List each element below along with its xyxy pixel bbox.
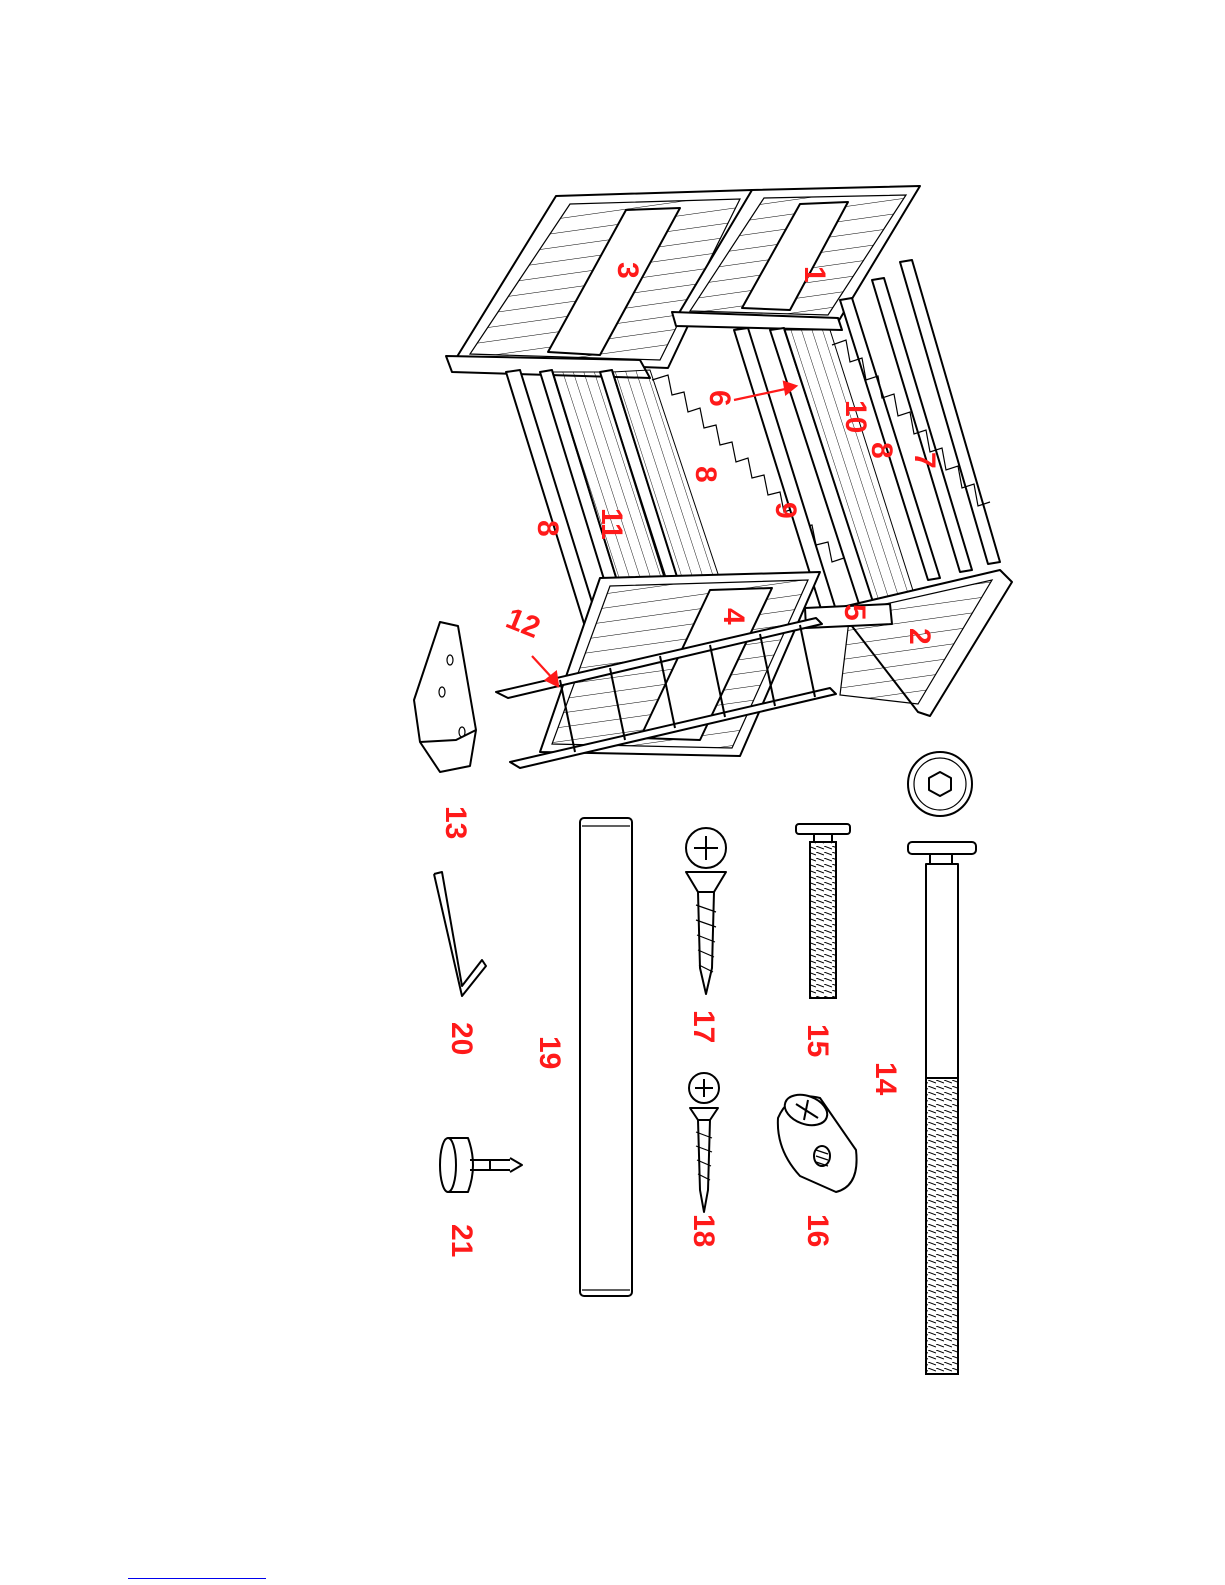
label-3: 3: [611, 262, 644, 279]
label-8-right: 8: [865, 442, 898, 459]
label-14: 14: [869, 1062, 902, 1096]
label-9: 9: [769, 502, 802, 519]
label-1: 1: [798, 266, 831, 283]
label-5: 5: [838, 604, 871, 621]
label-19: 19: [533, 1036, 566, 1069]
label-20: 20: [445, 1022, 478, 1055]
label-6: 6: [703, 390, 736, 407]
bracket-part: [414, 622, 476, 772]
dowel-rod-part: [580, 818, 632, 1296]
label-8-left: 8: [531, 520, 564, 537]
label-15: 15: [801, 1024, 834, 1057]
label-8-middle: 8: [689, 466, 722, 483]
label-10: 10: [839, 400, 872, 433]
label-4: 4: [717, 608, 750, 625]
wood-screw-17: [686, 828, 726, 994]
label-16: 16: [801, 1214, 834, 1247]
label-13: 13: [439, 806, 472, 839]
wood-screw-18: [689, 1073, 719, 1212]
furniture-glide-part: [440, 1138, 522, 1192]
barrel-nut-16: [778, 1089, 857, 1192]
bolt-15: [796, 824, 850, 998]
label-7: 7: [908, 452, 941, 469]
long-bolt-14: [908, 752, 976, 1374]
label-17: 17: [687, 1010, 720, 1043]
bed-frame: [446, 186, 1012, 768]
label-18: 18: [687, 1214, 720, 1247]
footnote-rule: [128, 1578, 266, 1579]
label-2: 2: [903, 628, 936, 645]
allen-key-part: [434, 872, 486, 996]
label-21: 21: [445, 1224, 478, 1257]
label-11: 11: [595, 508, 628, 540]
label-12: 12: [501, 602, 544, 645]
